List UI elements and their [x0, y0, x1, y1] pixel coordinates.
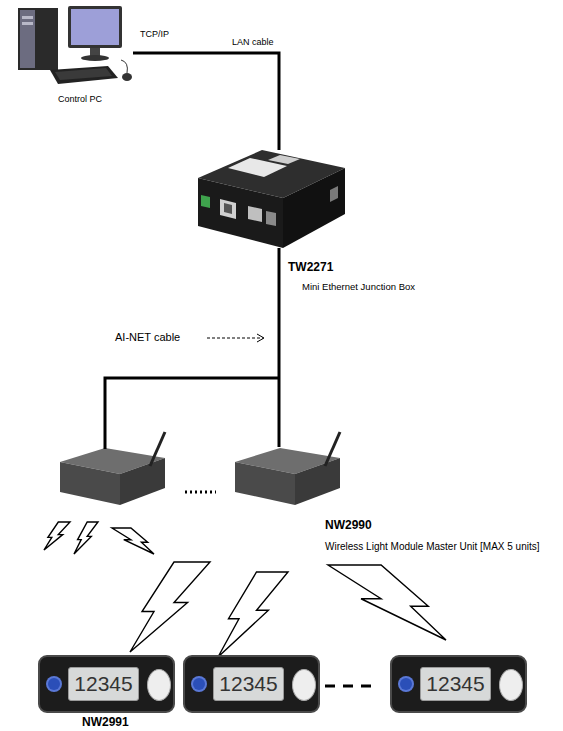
cable-line: [278, 248, 281, 447]
pc-illustration-part: [121, 60, 127, 73]
master-unit-node: NW2990Wireless Light Module Master Unit …: [235, 447, 345, 505]
junction-box-illustration-part: [266, 211, 276, 226]
master-unit-illustration-part: [60, 462, 120, 505]
device-description: Mini Ethernet Junction Box: [302, 281, 415, 292]
pc-illustration-part: [55, 68, 112, 80]
ai-net-wiring: [105, 378, 279, 449]
master-unit-illustration-part: [325, 432, 340, 466]
pc-illustration-part: [18, 8, 58, 70]
junction-box-illustration-part: [248, 206, 262, 222]
light-module: 12345: [183, 655, 320, 713]
cable-label: AI-NET cable: [115, 332, 180, 343]
pc-illustration-part: [68, 6, 122, 48]
wireless-bolts-part: [112, 528, 154, 554]
wireless-bolts-part: [328, 565, 446, 640]
master-unit-illustration-part: [150, 432, 165, 466]
protocol-label: TCP/IP: [140, 30, 169, 39]
pc-illustration-part: [90, 48, 100, 56]
cable-line: [133, 53, 279, 150]
pc-illustration-part: [20, 10, 35, 68]
cable-label: LAN cable: [232, 37, 274, 48]
light-module: 12345: [390, 655, 527, 713]
indicator-led: [193, 678, 205, 690]
ai-net-wiring-part: [105, 378, 279, 449]
push-button: [292, 669, 316, 701]
pc-illustration-part: [50, 66, 118, 84]
wireless-bolts-part: [130, 562, 210, 652]
pc-illustration-part: [122, 73, 132, 81]
lcd-display: 12345: [213, 667, 284, 701]
device-name: NW2990: [325, 518, 372, 532]
master-unit-illustration: [60, 432, 340, 505]
push-button: [147, 669, 171, 701]
callout-arrow-part: [257, 334, 264, 342]
ellipsis-marks-part: [325, 685, 378, 688]
junction-box-illustration-part: [283, 168, 345, 248]
junction-box-illustration: [198, 150, 345, 248]
master-unit-illustration-part: [295, 458, 340, 505]
junction-box-node: TW2271Mini Ethernet Junction Box: [192, 150, 345, 248]
model-label: NW2991: [82, 716, 129, 728]
callout-arrow-part: [207, 338, 263, 339]
ellipsis-marks-part: [185, 491, 216, 494]
master-unit-illustration-part: [120, 458, 165, 505]
callout-arrow: [207, 334, 264, 342]
device-name: TW2271: [288, 260, 333, 274]
wireless-bolts-part: [74, 522, 98, 554]
wireless-bolts-part: [44, 522, 70, 550]
wireless-bolts-part: [218, 572, 288, 657]
indicator-led: [400, 678, 412, 690]
device-name: Control PC: [58, 94, 102, 105]
display-digits: 12345: [74, 672, 132, 695]
lcd-display: 12345: [68, 667, 139, 701]
junction-box-illustration-part: [268, 155, 300, 164]
junction-box-illustration-part: [330, 186, 338, 202]
lcd-display: 12345: [420, 667, 491, 701]
pc-illustration: [18, 6, 132, 84]
pc-illustration-part: [22, 16, 33, 19]
push-button: [499, 669, 523, 701]
pc-illustration-part: [22, 22, 33, 25]
computer-node: Control PC: [18, 5, 133, 87]
master-unit-illustration-part: [235, 462, 295, 505]
pc-illustration-part: [81, 55, 109, 61]
junction-box-illustration-part: [220, 199, 236, 219]
indicator-led: [48, 678, 60, 690]
pc-illustration-part: [71, 9, 119, 45]
display-digits: 12345: [426, 672, 484, 695]
junction-box-illustration-part: [224, 203, 232, 214]
device-description: Wireless Light Module Master Unit [MAX 5…: [325, 541, 540, 553]
junction-box-illustration-part: [201, 195, 210, 208]
light-module: 12345: [38, 655, 175, 713]
display-digits: 12345: [219, 672, 277, 695]
junction-box-illustration-part: [198, 178, 283, 248]
